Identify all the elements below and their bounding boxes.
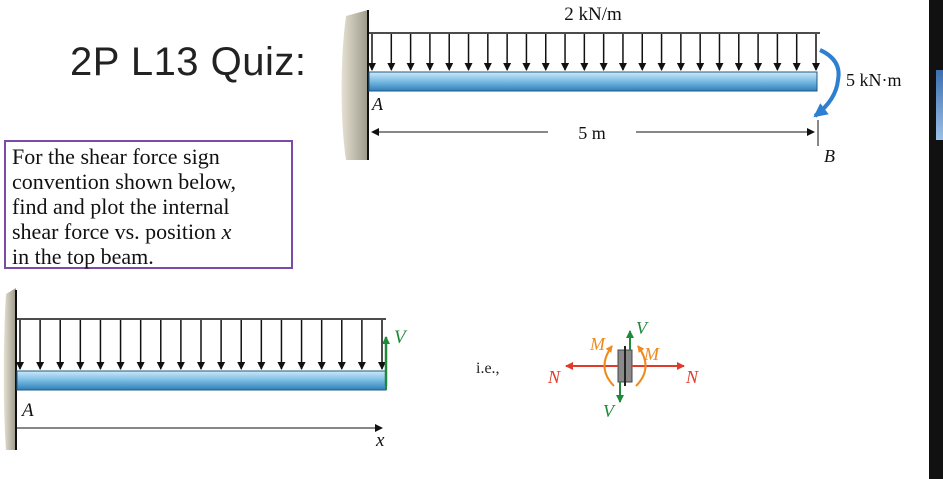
moment-label-left: M [589,334,606,354]
normal-label-right: N [685,367,699,387]
shear-label-bottom: V [603,401,616,421]
prompt-line: convention shown below, [12,169,237,194]
span-label: 5 m [578,123,606,143]
top-beam [368,71,818,92]
bottom-support-label: A [20,400,34,421]
bottom-beam [16,370,387,391]
top-load-arrows [368,34,820,71]
prompt-variable-x: x [221,219,232,244]
moment-arc-right [635,345,647,387]
top-end-label: B [824,146,835,166]
moment-label-right: M [643,344,660,364]
moment-arrow [813,48,841,118]
normal-label-left: N [547,367,561,387]
prompt-text: shear force vs. position [12,219,222,244]
ie-label: i.e., [476,360,500,377]
top-load-label: 2 kN/m [564,4,622,25]
quiz-prompt-box: For the shear force sign convention show… [4,140,293,269]
bottom-load-arrows [16,320,386,370]
top-beam-diagram: 2 kN/m 5 kN·m A 5 m B [341,4,902,166]
right-edge-accent [936,70,943,140]
top-support-label: A [371,94,384,114]
top-wall-support [341,10,368,160]
moment-arc-left [603,345,615,387]
prompt-line: find and plot the internal [12,194,230,219]
prompt-line: shear force vs. position x [12,219,285,244]
prompt-line: For the shear force sign [12,144,220,169]
prompt-line: in the top beam. [12,244,154,269]
sign-convention-diagram: N N M M V V [547,318,699,421]
shear-label-top: V [636,318,649,338]
moment-label: 5 kN·m [846,70,902,90]
x-axis-label: x [375,430,385,451]
shear-label: V [394,327,408,348]
bottom-wall-support [3,288,16,450]
bottom-beam-diagram: V A x [3,288,408,451]
slide-title: 2P L13 Quiz: [70,40,307,84]
